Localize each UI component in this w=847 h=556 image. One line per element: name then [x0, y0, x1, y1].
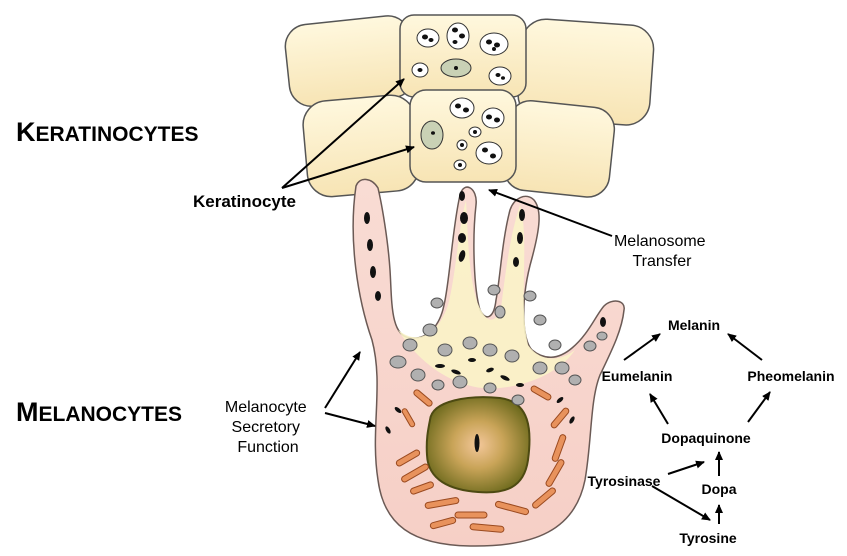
pathway-dopa: Dopa	[702, 481, 737, 497]
pathway-melanin: Melanin	[668, 317, 720, 333]
pathway-dopaquinone: Dopaquinone	[661, 430, 751, 446]
melanocyte-cytoplasm	[398, 200, 575, 389]
arrow-eumelanin-melanin	[624, 334, 660, 360]
pathway-eumelanin: Eumelanin	[602, 368, 673, 384]
arrow-tyrosinase-upper	[668, 462, 704, 474]
pathway-pheomelanin: Pheomelanin	[747, 368, 834, 384]
melanocyte-cell	[353, 179, 624, 546]
keratinocyte-cell	[283, 14, 416, 109]
arrow-dopaquinone-pheomelanin	[748, 392, 770, 422]
label-keratinocyte: Keratinocyte	[193, 192, 296, 211]
arrow-pheomelanin-melanin	[728, 334, 762, 360]
nucleus	[427, 397, 530, 492]
secretory-arrow-lower	[325, 413, 375, 426]
label-melanosome-transfer: Melanosome Transfer	[614, 233, 710, 270]
heading-melanocytes: MELANOCYTES	[16, 397, 182, 427]
keratinocyte-layer	[283, 14, 655, 199]
keratinocyte-cell	[502, 99, 617, 200]
arrow-dopaquinone-eumelanin	[650, 394, 668, 424]
heading-keratinocytes: KERATINOCYTES	[16, 117, 198, 147]
secretory-arrow-upper	[325, 352, 360, 408]
label-secretory-function: Melanocyte Secretory Function	[225, 399, 311, 456]
pathway-tyrosinase: Tyrosinase	[588, 473, 661, 489]
pathway-tyrosine: Tyrosine	[679, 530, 737, 546]
